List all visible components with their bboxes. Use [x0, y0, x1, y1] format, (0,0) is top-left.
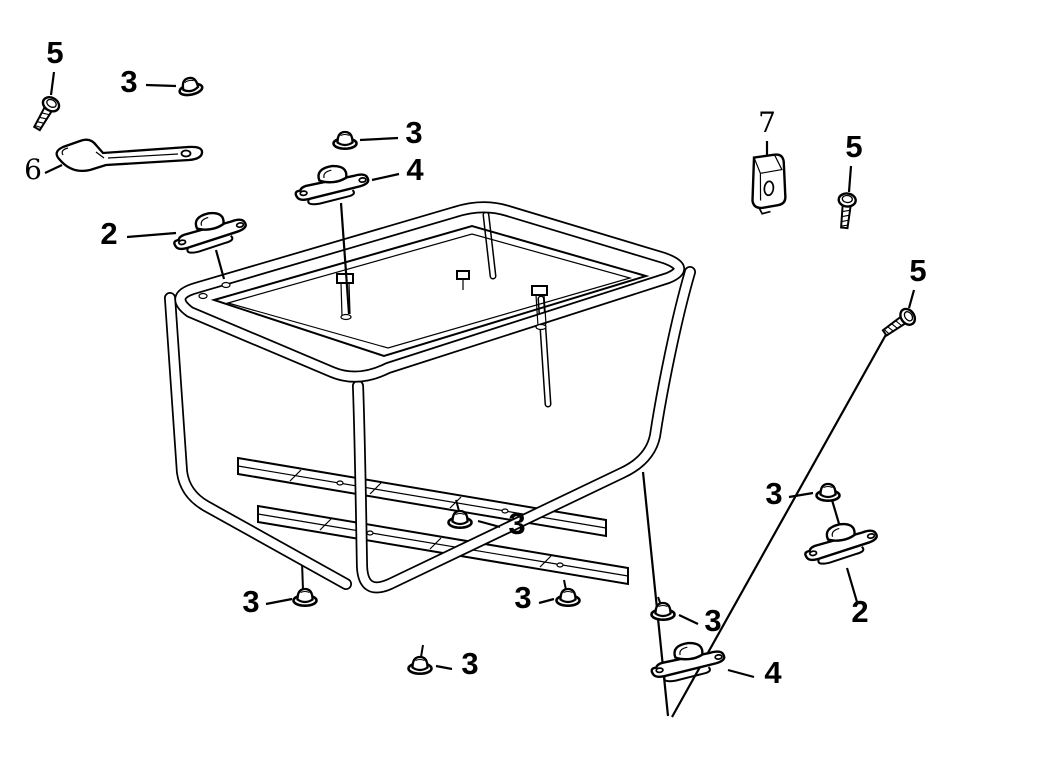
- callout-label-4: 4: [406, 152, 424, 187]
- leader-line: [678, 614, 699, 625]
- leader-line: [435, 664, 453, 671]
- callout-label-3: 3: [120, 64, 137, 99]
- callout-label-6: 6: [24, 153, 42, 186]
- rim-hole: [221, 281, 231, 289]
- flange-bolt-part: [834, 191, 858, 230]
- callout-label-2: 2: [851, 594, 868, 629]
- leader-line: [847, 165, 853, 193]
- leader-line: [44, 164, 63, 174]
- leader-line: [49, 71, 56, 96]
- callout-label-5: 5: [845, 129, 862, 164]
- callout-label-5: 5: [46, 35, 63, 70]
- callout-label-3: 3: [765, 476, 782, 511]
- leader-line: [126, 231, 177, 239]
- flange-bolt-part: [878, 304, 920, 342]
- leader-line: [145, 83, 177, 88]
- callout-label-5: 5: [909, 253, 926, 288]
- callout-label-3: 3: [461, 646, 478, 681]
- leader-line: [788, 491, 814, 499]
- rim-inner-edge: [210, 224, 650, 358]
- frame-left-post: [164, 292, 352, 590]
- flange-cap-nut-part: [650, 601, 676, 622]
- rubber-mount-part: [292, 161, 372, 208]
- frame-top-rim: [174, 201, 685, 383]
- leader-line: [727, 668, 755, 679]
- callout-label-3: 3: [242, 584, 259, 619]
- flange-bolt-part: [28, 93, 63, 134]
- callout-label-7: 7: [758, 106, 776, 139]
- clip-latch-part: [751, 153, 787, 215]
- frame-rear-post: [482, 211, 497, 280]
- callout-label-3: 3: [514, 580, 531, 615]
- flange-cap-nut-part: [292, 587, 318, 608]
- callout-label-3: 3: [405, 115, 422, 150]
- leader-line: [214, 249, 226, 280]
- frame-base-studs: [301, 499, 662, 658]
- leader-line: [371, 172, 400, 182]
- frame-mount-studs: [336, 270, 548, 331]
- flange-cap-nut-part: [175, 74, 205, 99]
- flange-cap-nut-part: [332, 130, 358, 150]
- rubber-mount-part: [169, 206, 251, 257]
- leader-line: [339, 202, 351, 315]
- callout-label-3: 3: [508, 506, 525, 541]
- callout-label-3: 3: [704, 603, 721, 638]
- frame-skid-rails: [237, 456, 629, 586]
- rubber-mount-part: [800, 517, 882, 568]
- leader-line: [538, 597, 555, 605]
- frame-front-right-posts: [352, 266, 696, 594]
- flange-cap-nut-part: [555, 587, 581, 608]
- callout-label-2: 2: [100, 216, 117, 251]
- leader-line: [359, 136, 399, 142]
- frame-assembly: [164, 201, 696, 658]
- leader-line: [830, 499, 842, 528]
- leader-line: [477, 519, 501, 529]
- callout-label-4: 4: [764, 655, 782, 690]
- leader-line: [845, 567, 859, 603]
- leader-line: [907, 289, 916, 309]
- leader-line: [265, 597, 293, 606]
- flange-cap-nut-part: [815, 482, 841, 503]
- stay-bracket-part: [55, 138, 204, 173]
- flange-cap-nut-part: [407, 655, 433, 676]
- rim-hole: [198, 292, 208, 300]
